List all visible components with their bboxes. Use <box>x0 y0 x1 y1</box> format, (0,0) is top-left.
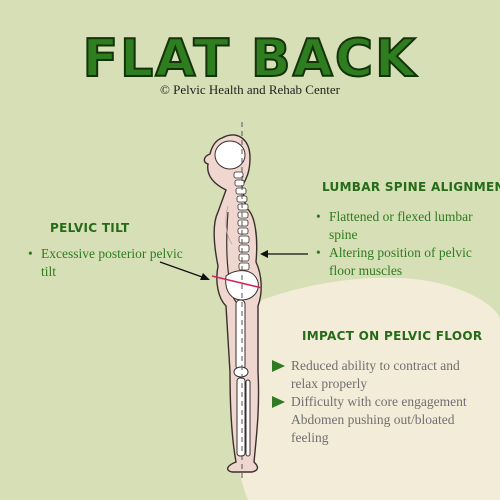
list-item: Reduced ability to contract and relax pr… <box>272 357 490 393</box>
copyright-credit: © Pelvic Health and Rehab Center <box>160 82 340 97</box>
arrow-right-icon <box>272 360 285 372</box>
pelvic-tilt-list: Excessive posterior pelvic tilt <box>28 245 188 281</box>
leg-bones <box>233 299 251 457</box>
spine <box>233 171 250 271</box>
pelvic-tilt-line <box>211 275 263 289</box>
pelvic-tilt-heading: PELVIC TILT <box>50 221 130 235</box>
page-title: FLAT BACK <box>82 29 418 89</box>
lumbar-heading: LUMBAR SPINE ALIGNMENT <box>322 180 500 194</box>
list-item: Abdomen pushing out/bloated feeling <box>291 412 455 445</box>
lumbar-arrow <box>260 250 308 258</box>
impact-list: Reduced ability to contract and relax pr… <box>272 357 490 447</box>
list-item: Excessive posterior pelvic tilt <box>28 245 188 281</box>
lumbar-list: Flattened or flexed lumbar spine Alterin… <box>316 208 492 280</box>
body-silhouette <box>203 134 262 473</box>
list-item: Altering position of pelvic floor muscle… <box>316 244 492 280</box>
list-item: Flattened or flexed lumbar spine <box>316 208 492 244</box>
list-item: Difficulty with core engagement <box>272 393 490 411</box>
arrow-right-icon <box>272 396 285 408</box>
impact-heading: IMPACT ON PELVIC FLOOR <box>302 329 483 343</box>
skull <box>214 140 246 170</box>
